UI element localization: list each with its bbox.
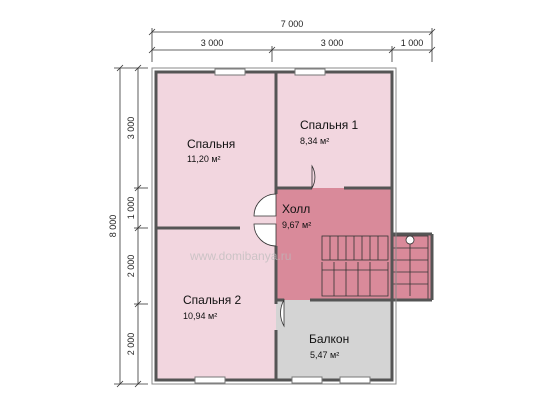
room-bedroom-1-name: Спальня 1 <box>300 118 359 132</box>
room-hall-name: Холл <box>282 202 310 216</box>
dim-top-seg-3: 1 000 <box>401 38 424 48</box>
dim-left-seg-2: 1 000 <box>126 197 136 220</box>
room-bedroom-area: 11,20 м² <box>187 154 221 164</box>
dimension-lines-top <box>148 28 436 62</box>
room-bedroom-2 <box>156 228 276 380</box>
room-bedroom-name: Спальня <box>187 137 235 151</box>
dim-left-seg-3: 2 000 <box>126 255 136 278</box>
dim-left-seg-4: 2 000 <box>126 333 136 356</box>
room-bedroom-1-area: 8,34 м² <box>300 136 329 146</box>
room-balcony <box>276 300 392 380</box>
room-balcony-area: 5,47 м² <box>310 350 339 360</box>
room-hall <box>276 188 392 300</box>
dim-left-total: 8 000 <box>108 215 118 238</box>
room-bedroom-1 <box>276 72 392 188</box>
room-bedroom-2-area: 10,94 м² <box>183 311 217 321</box>
walls <box>154 70 434 382</box>
room-bedroom-2-name: Спальня 2 <box>183 293 242 307</box>
stairwell <box>320 234 432 300</box>
dim-top-seg-2: 3 000 <box>321 38 344 48</box>
doors <box>253 164 316 328</box>
dim-top-total: 7 000 <box>281 19 304 29</box>
dimension-lines-left <box>114 64 148 388</box>
windows <box>194 68 371 384</box>
website-watermark: www.domibanya.ru <box>189 249 291 263</box>
room-bedroom <box>156 72 276 228</box>
dim-top-seg-1: 3 000 <box>201 38 224 48</box>
dim-left-seg-1: 3 000 <box>126 117 136 140</box>
room-hall-area: 9,67 м² <box>282 220 311 230</box>
room-balcony-name: Балкон <box>309 332 349 346</box>
